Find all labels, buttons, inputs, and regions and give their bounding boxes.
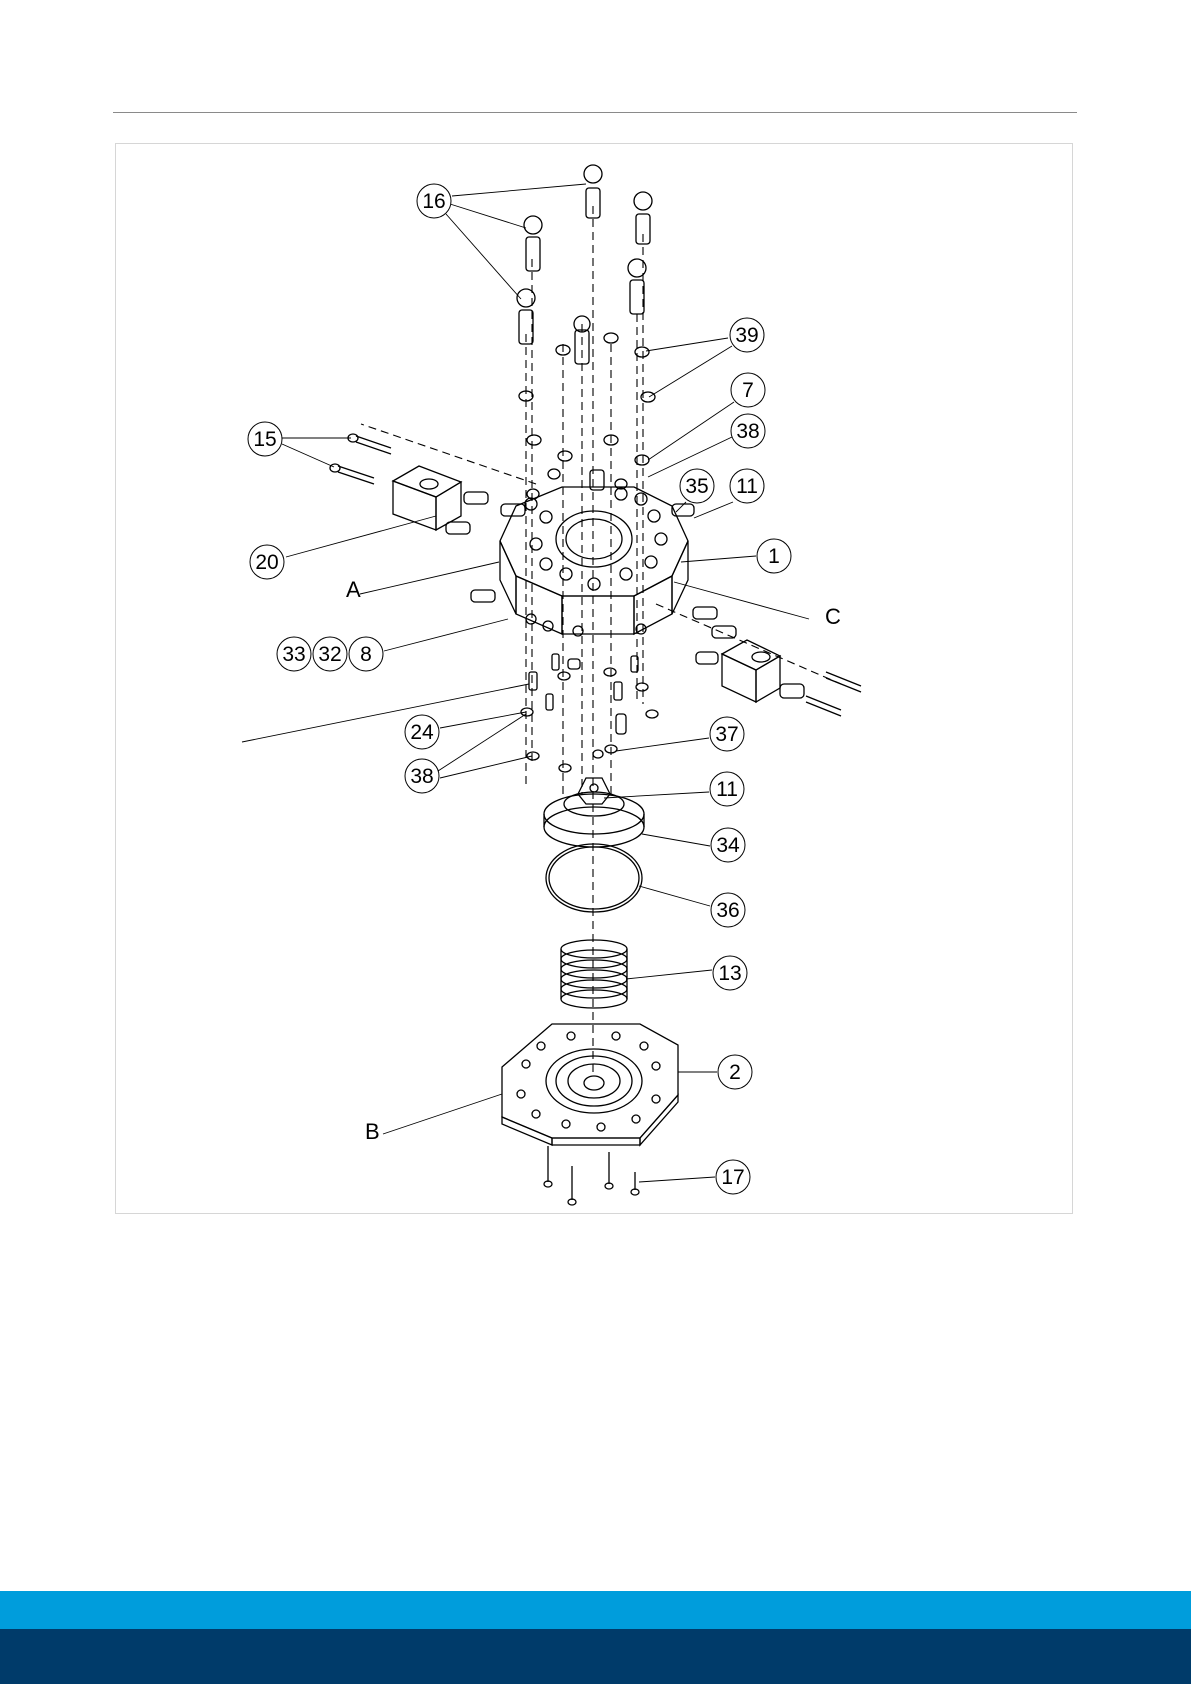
piston-34 [544, 778, 644, 847]
callout-label: 38 [736, 420, 759, 443]
callout-38: 38 [731, 414, 765, 448]
callout-label: 39 [735, 324, 758, 347]
callout-2: 2 [718, 1055, 752, 1089]
view-letter-a: A [346, 577, 361, 602]
callout-label: 17 [721, 1166, 744, 1189]
footer-band-dark [0, 1629, 1191, 1684]
callout-7: 7 [731, 373, 765, 407]
callout-label: 24 [410, 721, 434, 744]
callout-8: 8 [349, 637, 383, 671]
callout-38: 38 [405, 759, 439, 793]
callout-11: 11 [710, 772, 744, 806]
main-body-1 [471, 487, 736, 638]
callout-24: 24 [405, 715, 439, 749]
callout-label: 8 [360, 643, 372, 666]
base-plate-2 [502, 1024, 678, 1145]
callout-39: 39 [730, 318, 764, 352]
callout-15: 15 [248, 422, 282, 456]
view-letter-c: C [825, 604, 841, 629]
screw-15-a [348, 434, 391, 454]
callout-label: 15 [253, 428, 276, 451]
callout-13: 13 [713, 956, 747, 990]
callout-label: 11 [736, 475, 758, 498]
header-rule [113, 112, 1077, 113]
callout-36: 36 [711, 893, 745, 927]
callout-label: 33 [282, 643, 305, 666]
spring-13 [561, 940, 627, 1008]
screw-16-c [524, 216, 542, 271]
callout-label: 35 [685, 475, 708, 498]
callout-label: 34 [716, 834, 740, 857]
leader-lines [242, 184, 809, 1182]
parts-layer [330, 165, 861, 1205]
view-letter-b: B [365, 1119, 380, 1144]
pins-and-rings [521, 654, 658, 772]
callout-label: 32 [318, 643, 341, 666]
callout-label: 36 [716, 899, 739, 922]
callout-label: 37 [715, 723, 738, 746]
screws-17 [544, 1146, 639, 1205]
o-ring-36 [546, 844, 642, 912]
callout-label: 16 [422, 190, 445, 213]
callout-16: 16 [417, 184, 451, 218]
bushings [519, 333, 655, 499]
callout-label: 11 [716, 778, 738, 801]
callout-label: 13 [718, 962, 741, 985]
callout-33: 33 [277, 637, 311, 671]
footer-band-light [0, 1591, 1191, 1629]
callout-label: 1 [768, 545, 780, 568]
callout-label: 7 [742, 379, 754, 402]
screw-15-b [330, 464, 374, 484]
callout-34: 34 [711, 828, 745, 862]
valve-block-c [696, 640, 861, 716]
callout-label: 38 [410, 765, 433, 788]
callout-label: 2 [729, 1061, 741, 1084]
callout-20: 20 [250, 545, 284, 579]
callout-11: 11 [730, 469, 764, 503]
callout-32: 32 [313, 637, 347, 671]
callout-35: 35 [680, 469, 714, 503]
callout-label: 20 [255, 551, 278, 574]
callout-1: 1 [757, 539, 791, 573]
valve-block-20 [393, 466, 525, 534]
assembly-axes [361, 206, 841, 1074]
callout-37: 37 [710, 717, 744, 751]
callout-17: 17 [716, 1160, 750, 1194]
